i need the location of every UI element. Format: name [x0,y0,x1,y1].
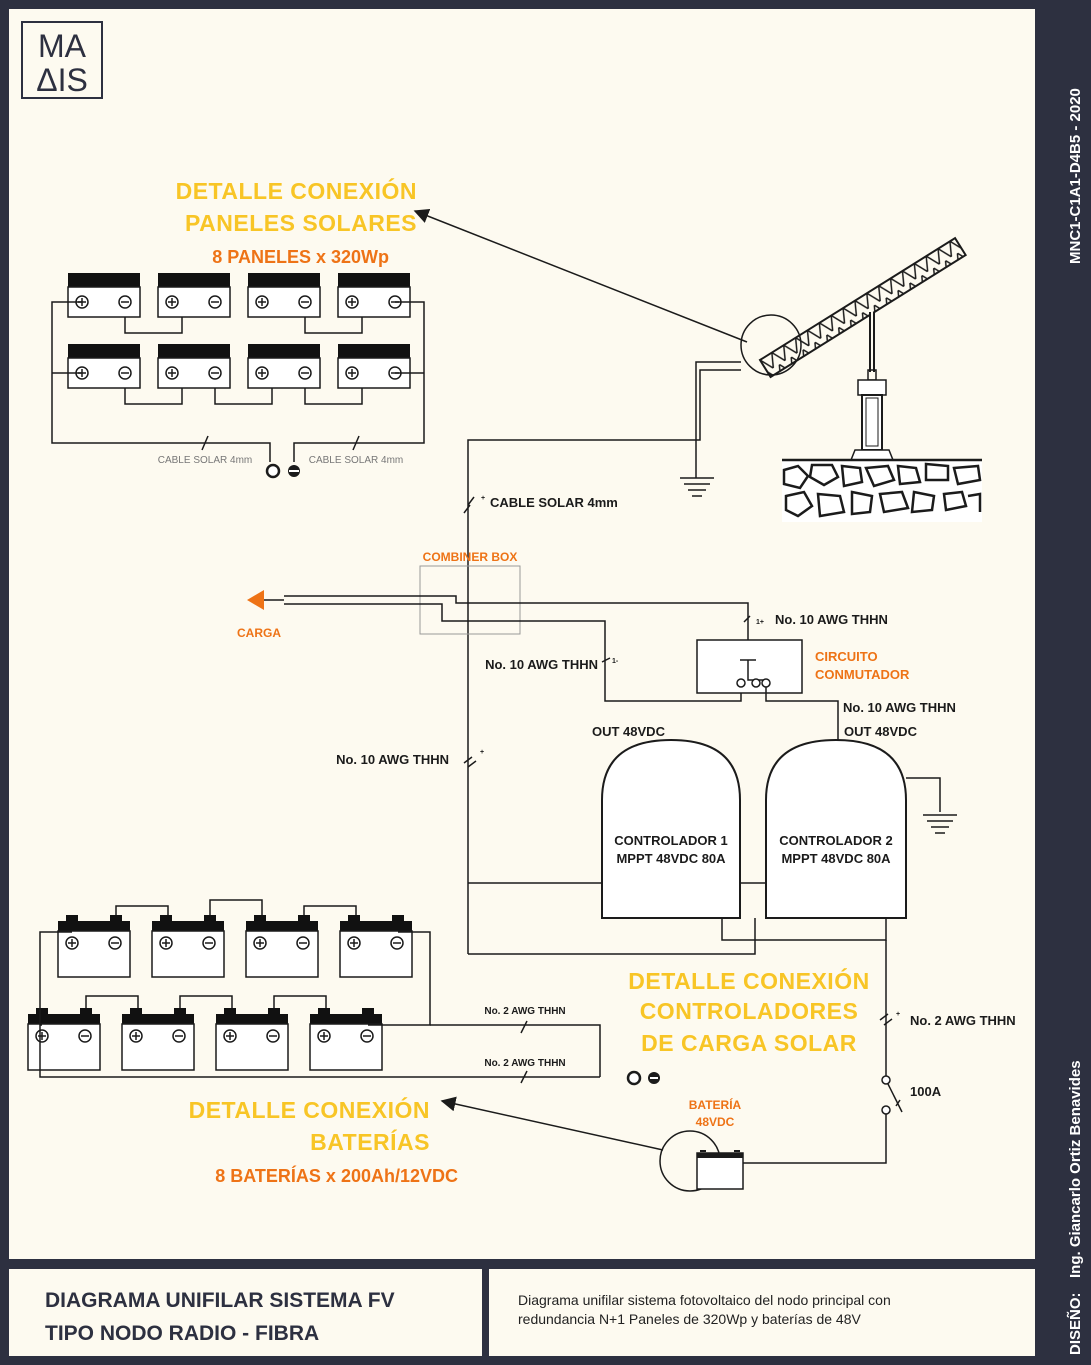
battery-unit [151,914,225,978]
panel-feed-wires [463,361,741,954]
controllers-title-line1: DETALLE CONEXIÓN [628,967,869,994]
battery-unit [245,914,319,978]
drawing-area [9,9,1035,1259]
svg-text:+: + [896,1011,900,1018]
svg-text:1-: 1- [612,658,619,665]
battery-unit [57,914,131,978]
battery-label-line1: BATERÍA [689,1097,742,1112]
breaker-label: 100A [910,1084,942,1099]
controllers-title-line3: DE CARGA SOLAR [641,1030,857,1056]
battery-unit [121,1007,195,1071]
battery-detail-arrow [440,1096,664,1151]
footer-desc-cell [489,1269,1035,1356]
controllers-title-line2: CONTROLADORES [640,998,859,1024]
solar-panel [157,343,231,389]
controller-2-out: OUT 48VDC [844,724,918,739]
batteries-subtitle: 8 BATERÍAS x 200Ah/12VDC [215,1165,458,1186]
footer-desc-line1: Diagrama unifilar sistema fotovoltaico d… [518,1292,891,1308]
svg-text:1+: 1+ [756,619,764,626]
solar-panel [337,343,411,389]
battery-48v: BATERÍA 48VDC [440,1096,744,1192]
battery-unit [27,1007,101,1071]
panels-title-line1: DETALLE CONEXIÓN [176,177,417,204]
footer-title-line2: TIPO NODO RADIO - FIBRA [45,1322,319,1345]
carga-output: CARGA [237,590,749,702]
side-code: MNC1-C1A1-D4B5 - 2020 [1067,88,1084,264]
controller-2-name: CONTROLADOR 2 [779,833,892,848]
footer-desc-line2: redundancia N+1 Paneles de 320Wp y bater… [518,1311,862,1327]
footer-title-line1: DIAGRAMA UNIFILAR SISTEMA FV [45,1289,395,1312]
solar-panel [337,272,411,318]
battery-unit [339,914,413,978]
battery-label-line2: 48VDC [696,1115,735,1129]
panels-subtitle: 8 PANELES x 320Wp [212,247,389,267]
carga-label: CARGA [237,626,281,640]
batteries-title-line1: DETALLE CONEXIÓN [189,1096,430,1123]
awg2-right-label: No. 2 AWG THHN [910,1013,1016,1028]
solar-panel [67,272,141,318]
awg10-top-label: No. 10 AWG THHN [775,612,888,627]
controller-1-name: CONTROLADOR 1 [614,833,727,848]
awg10-main-label: No. 10 AWG THHN [336,752,449,767]
commutator-circuit: 1+ No. 10 AWG THHN CIRCUITO CONMUTADOR [696,612,910,740]
controller-2: OUT 48VDC CONTROLADOR 2 MPPT 48VDC 80A [765,724,918,919]
awg2-bottom-label: No. 2 AWG THHN [484,1058,565,1069]
batteries-title-line2: BATERÍAS [310,1128,430,1155]
awg2-top-label: No. 2 AWG THHN [484,1006,565,1017]
controller-1: OUT 48VDC CONTROLADOR 1 MPPT 48VDC 80A [592,724,741,919]
panel-detail-circle [740,314,802,376]
awg10-right-label: No. 10 AWG THHN [843,700,956,715]
commutator-label-line2: CONMUTADOR [815,667,910,682]
solar-panel [247,343,321,389]
svg-text:+: + [480,749,484,756]
controller-1-spec: MPPT 48VDC 80A [616,851,726,866]
commutator-label-line1: CIRCUITO [815,649,878,664]
footer-title-cell [9,1269,482,1356]
logo-line2: ΔIS [36,62,88,98]
side-designer-label: DISEÑO: [1066,1292,1084,1355]
solar-panel [247,272,321,318]
panels-title-line2: PANELES SOLARES [185,210,417,236]
panel-cable-right-label: CABLE SOLAR 4mm [309,455,403,466]
combiner-box: COMBINER BOX [419,550,521,635]
svg-text:+: + [481,495,485,502]
main-cable-label: CABLE SOLAR 4mm [490,495,618,510]
awg10-left-label: No. 10 AWG THHN [485,657,598,672]
battery-unit [215,1007,289,1071]
solar-mast-assembly [413,208,982,522]
controller-wires [468,777,941,1164]
panel-cable-left-label: CABLE SOLAR 4mm [158,455,252,466]
combiner-box-label: COMBINER BOX [423,550,518,564]
logo-line1: MA [38,28,87,64]
panel-detail-arrow [413,208,748,343]
solar-panel [157,272,231,318]
controller-2-spec: MPPT 48VDC 80A [781,851,891,866]
controller-1-out: OUT 48VDC [592,724,666,739]
battery-unit [309,1007,383,1071]
side-designer-name: Ing. Giancarlo Ortiz Benavides [1067,1060,1084,1278]
solar-panel [67,343,141,389]
battery-bank: No. 2 AWG THHN No. 2 AWG THHN [27,899,660,1086]
breaker-100a: 100A [881,1075,942,1115]
madis-logo: MA ΔIS [21,21,103,99]
panel-array: CABLE SOLAR 4mm CABLE SOLAR 4mm [51,272,425,479]
